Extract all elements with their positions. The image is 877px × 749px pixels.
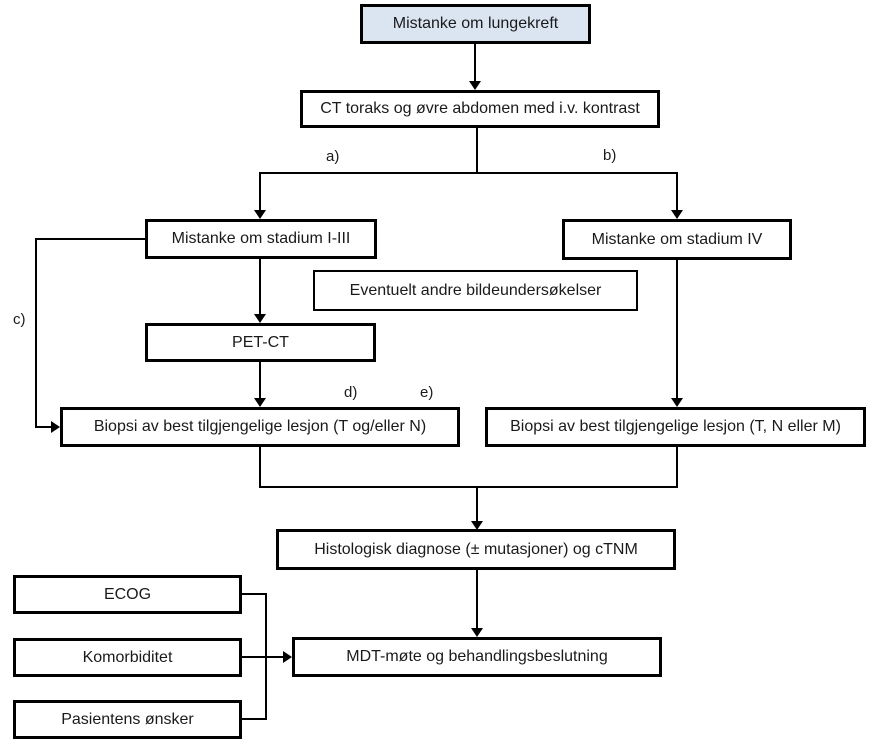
node-stage-iv: Mistanke om stadium IV [562,219,792,260]
connector-branch-stage4 [676,172,678,211]
node-comorbidity: Komorbiditet [13,638,242,677]
branch-label-a: a) [326,148,340,165]
branch-label-d: d) [344,384,358,401]
node-histology-ctnm: Histologisk diagnose (± mutasjoner) og c… [276,529,676,570]
node-mdt-meeting: MDT-møte og behandlingsbeslutning [292,637,662,677]
connector-petct-biopsy [259,362,261,399]
connector-c-bottom [35,426,52,428]
branch-label-e: e) [420,384,434,401]
arrowhead-stage4-biopsy [671,398,683,407]
branch-label-b: b) [603,147,617,164]
node-other-imaging: Eventuelt andre bildeundersøkelser [313,270,638,311]
connector-merge-bar [259,486,678,488]
arrowhead-merge-histology [471,521,483,530]
node-stage-i-iii: Mistanke om stadium I-III [145,219,377,259]
connector-biopsyleft-merge [259,447,261,488]
connector-ct-branch [476,128,478,174]
arrowhead-branch-stage4 [671,210,683,219]
arrowhead-stage13-petct [254,314,266,323]
arrowhead-petct-biopsy [254,398,266,407]
connector-merge-histology [476,488,478,522]
connector-stage4-biopsy [676,260,678,399]
connector-stage13-petct [259,259,261,315]
connector-branch-bar [259,172,678,174]
arrowhead-branch-stage13 [254,210,266,219]
node-ct-thorax-abdomen: CT toraks og øvre abdomen med i.v. kontr… [300,90,660,128]
node-biopsy-t-n-m: Biopsi av best tilgjengelige lesjon (T, … [485,407,866,447]
connector-wishes-collector [242,718,267,720]
connector-biopsyright-merge [676,447,678,488]
connector-histology-mdt [476,570,478,629]
node-pet-ct: PET-CT [145,323,376,362]
arrowhead-collector-mdt [283,651,292,663]
arrowhead-histology-mdt [471,628,483,637]
node-patient-wishes: Pasientens ønsker [13,700,242,739]
connector-branch-stage13 [259,172,261,211]
node-biopsy-t-n: Biopsi av best tilgjengelige lesjon (T o… [60,407,460,447]
connector-c-top [35,238,145,240]
node-ecog: ECOG [13,575,242,614]
arrowhead-suspicion-ct [469,81,481,90]
branch-label-c: c) [13,311,26,328]
arrowhead-c-biopsy [51,421,60,433]
connector-c-vertical [35,238,37,428]
connector-suspicion-ct [474,44,476,82]
connector-ecog-collector [242,593,267,595]
connector-comorbidity-mdt [242,656,284,658]
node-suspicion-lung-cancer: Mistanke om lungekreft [360,4,591,44]
